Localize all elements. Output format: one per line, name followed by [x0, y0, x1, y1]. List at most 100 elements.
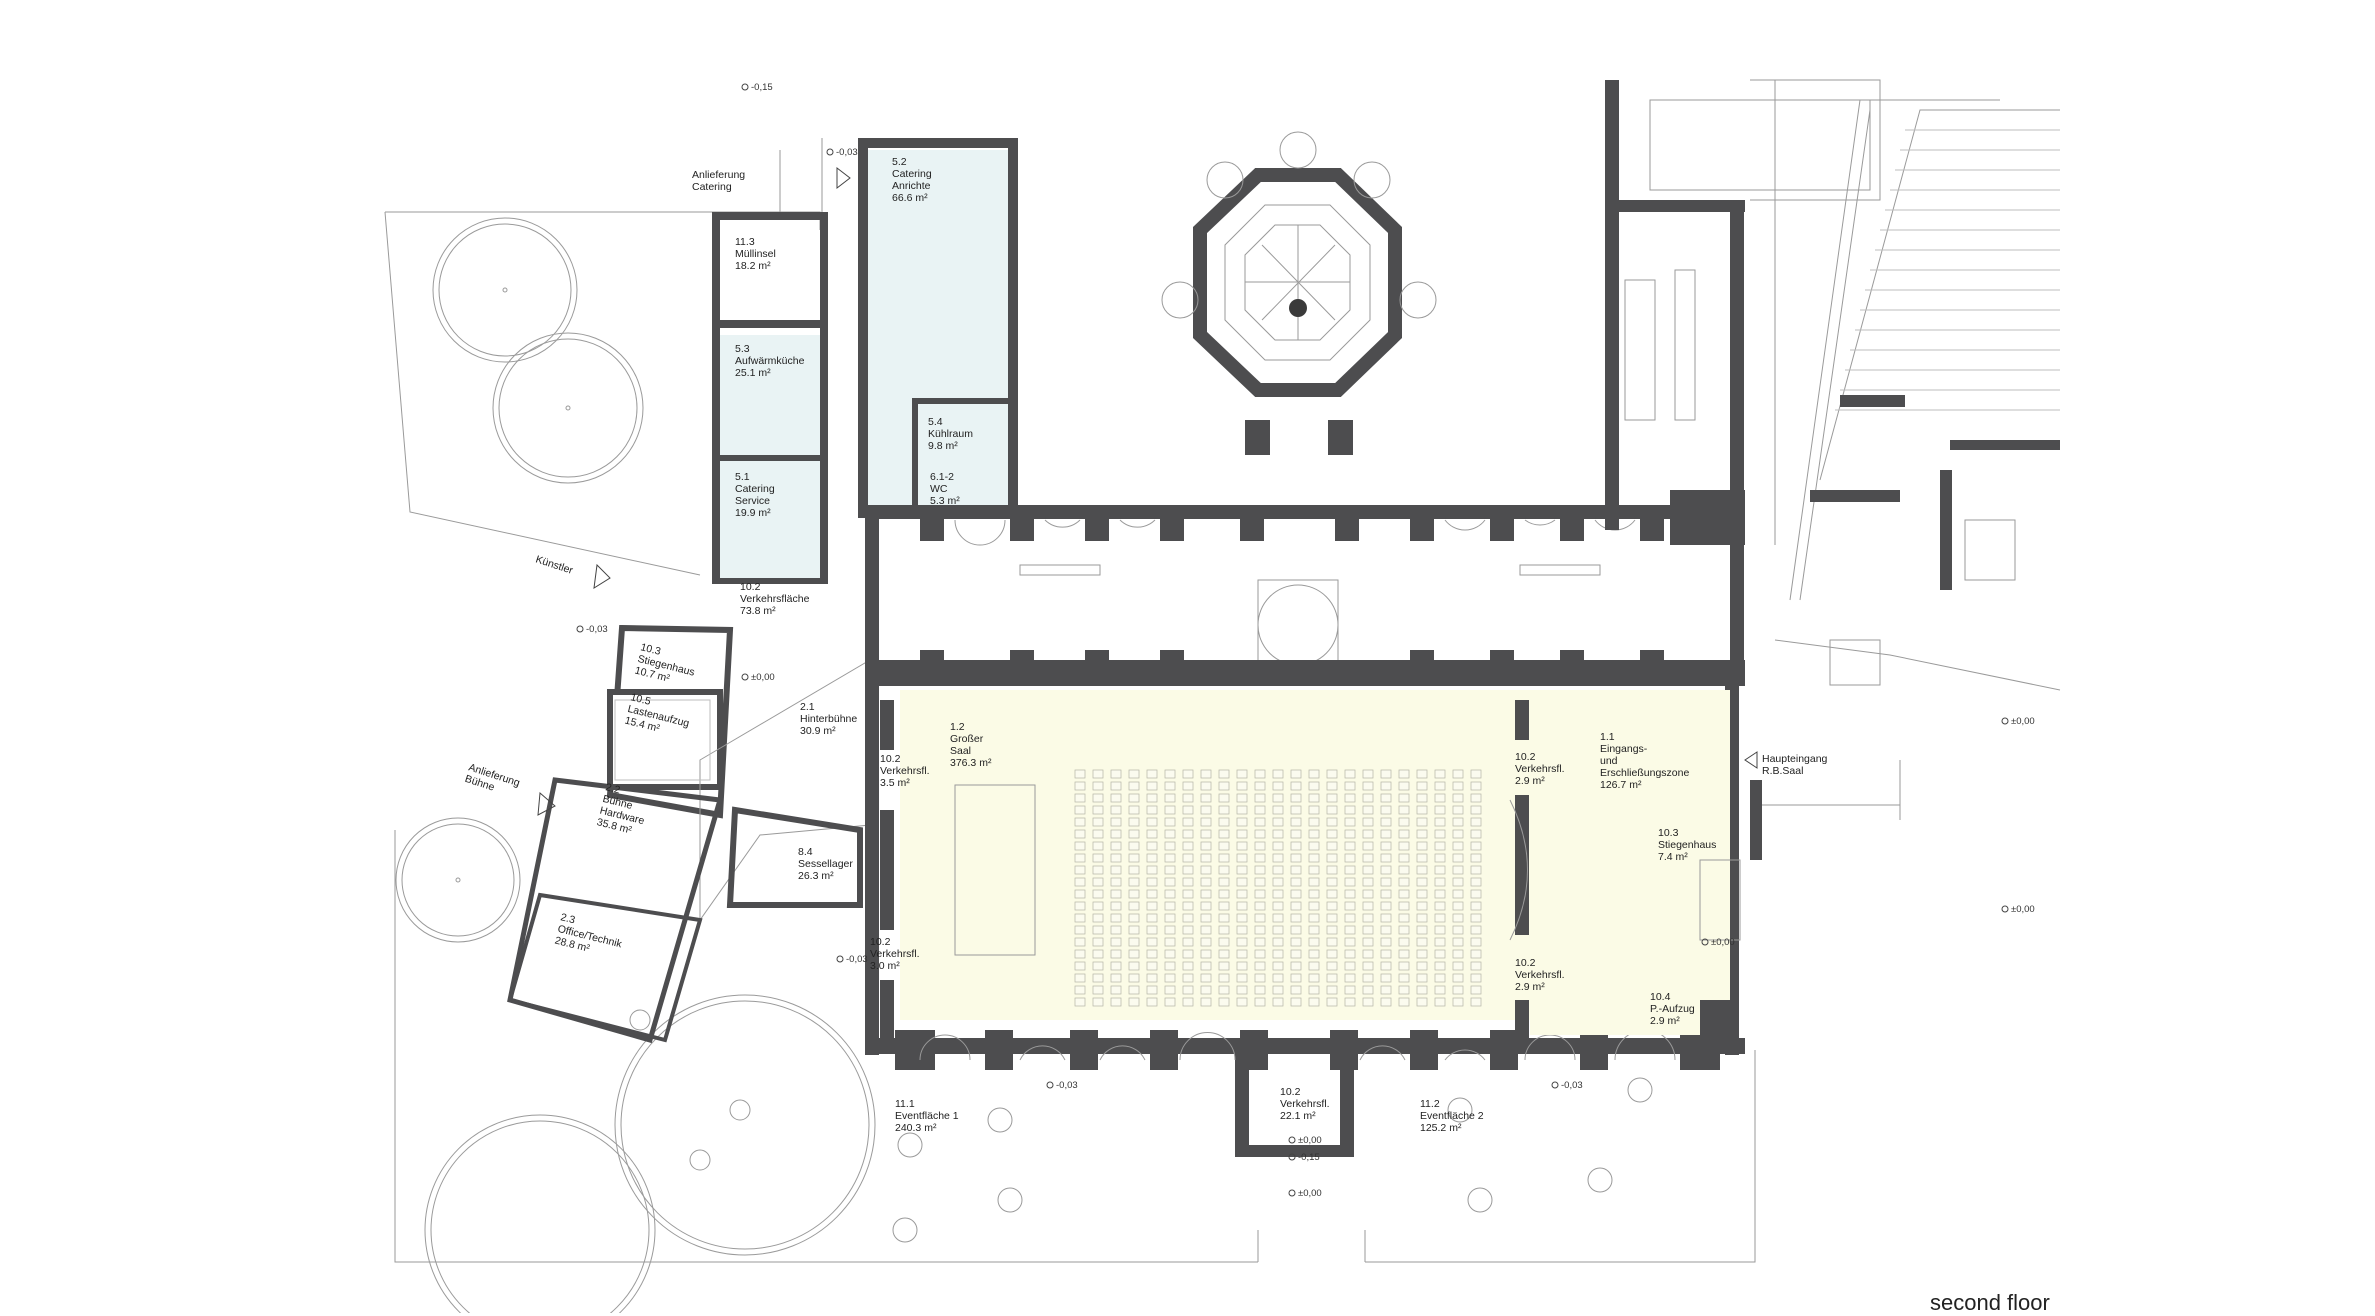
seat — [1236, 805, 1248, 815]
seat — [1452, 769, 1464, 779]
seat — [1470, 997, 1482, 1007]
seat — [1164, 853, 1176, 863]
seat — [1398, 781, 1410, 791]
level-marker-icon — [836, 955, 844, 963]
seat — [1380, 961, 1392, 971]
seat — [1398, 877, 1410, 887]
seat — [1290, 937, 1302, 947]
seat — [1236, 961, 1248, 971]
seat — [1164, 769, 1176, 779]
seat — [1218, 769, 1230, 779]
seat — [1182, 865, 1194, 875]
seat — [1416, 949, 1428, 959]
seat — [1380, 877, 1392, 887]
seat — [1452, 841, 1464, 851]
level-label: ±0,00 — [1298, 1135, 1322, 1146]
seat — [1290, 949, 1302, 959]
seat — [1236, 769, 1248, 779]
seat — [1110, 829, 1122, 839]
seat — [1272, 817, 1284, 827]
seat — [1344, 997, 1356, 1007]
seat — [1452, 889, 1464, 899]
seat — [1362, 781, 1374, 791]
seat — [1110, 937, 1122, 947]
seat — [1290, 865, 1302, 875]
seat — [1110, 901, 1122, 911]
seat — [1218, 877, 1230, 887]
seat — [1074, 877, 1086, 887]
seat — [1326, 865, 1338, 875]
east-wing — [1605, 79, 1881, 545]
seat — [1146, 925, 1158, 935]
seat — [1200, 913, 1212, 923]
seat — [1272, 829, 1284, 839]
seat — [1218, 805, 1230, 815]
seat — [1200, 865, 1212, 875]
seat — [1236, 913, 1248, 923]
seat — [1254, 853, 1266, 863]
seat — [1398, 841, 1410, 851]
seat — [1218, 853, 1230, 863]
seat — [1128, 961, 1140, 971]
seat — [1236, 781, 1248, 791]
seat — [1110, 805, 1122, 815]
seat — [1398, 865, 1410, 875]
seat — [1362, 901, 1374, 911]
seat — [1128, 997, 1140, 1007]
seat — [1398, 793, 1410, 803]
seat — [1398, 985, 1410, 995]
seat — [1416, 805, 1428, 815]
seat — [1344, 937, 1356, 947]
seat — [1074, 793, 1086, 803]
seat — [1218, 817, 1230, 827]
seat — [1470, 781, 1482, 791]
seat — [1434, 781, 1446, 791]
seat — [1164, 961, 1176, 971]
seat — [1092, 877, 1104, 887]
seat — [1272, 841, 1284, 851]
seat — [1146, 769, 1158, 779]
seat — [1452, 901, 1464, 911]
seat — [1146, 949, 1158, 959]
seat — [1308, 805, 1320, 815]
level-marker-icon — [1288, 1136, 1296, 1144]
entrance-arrow-icon — [1744, 751, 1758, 769]
seat — [1110, 769, 1122, 779]
seat — [1272, 889, 1284, 899]
seat — [1290, 829, 1302, 839]
seat — [1272, 781, 1284, 791]
seat — [1272, 901, 1284, 911]
seat — [1200, 805, 1212, 815]
seat — [1470, 805, 1482, 815]
seat — [1344, 865, 1356, 875]
seat — [1182, 793, 1194, 803]
seat — [1326, 769, 1338, 779]
seat — [1182, 937, 1194, 947]
seat — [1344, 973, 1356, 983]
seat — [1092, 829, 1104, 839]
seat — [1308, 829, 1320, 839]
seat — [1434, 925, 1446, 935]
seat — [1128, 925, 1140, 935]
seat — [1344, 793, 1356, 803]
level-label: ±0,00 — [751, 672, 775, 683]
seat — [1200, 841, 1212, 851]
seat — [1470, 949, 1482, 959]
seat — [1110, 841, 1122, 851]
seat — [1092, 889, 1104, 899]
seat — [1362, 817, 1374, 827]
seat — [1272, 937, 1284, 947]
seat — [1362, 805, 1374, 815]
seat — [1110, 925, 1122, 935]
seat — [1218, 985, 1230, 995]
seat — [1380, 865, 1392, 875]
seat — [1164, 817, 1176, 827]
seat — [1254, 913, 1266, 923]
level-marker-icon — [741, 673, 749, 681]
seat — [1218, 841, 1230, 851]
